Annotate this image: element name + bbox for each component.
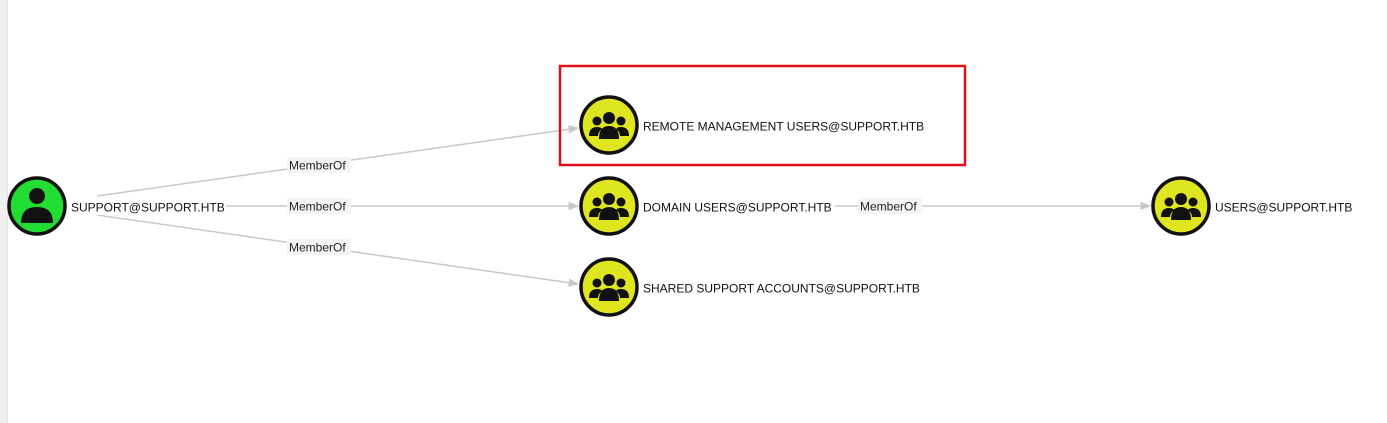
- node-remote-management-users[interactable]: REMOTE MANAGEMENT USERS@SUPPORT.HTB: [579, 95, 927, 155]
- node-label-bg: [69, 199, 225, 215]
- edge-support-du[interactable]: MemberOf: [226, 198, 580, 214]
- node-circle: [579, 176, 639, 236]
- group-icon: [589, 274, 629, 301]
- edge-label: MemberOf: [289, 159, 346, 173]
- edge-label: MemberOf: [860, 200, 917, 214]
- node-support-user[interactable]: SUPPORT@SUPPORT.HTB: [7, 176, 225, 236]
- node-label: USERS@SUPPORT.HTB: [1215, 201, 1352, 215]
- node-label-bg: [1213, 199, 1351, 215]
- node-circle: [1151, 176, 1211, 236]
- edge-label-bg: [287, 198, 351, 214]
- user-icon: [21, 188, 53, 223]
- edge-label-bg: [858, 198, 922, 214]
- node-label-bg: [641, 199, 833, 215]
- node-circle: [7, 176, 67, 236]
- node-domain-users[interactable]: DOMAIN USERS@SUPPORT.HTB: [579, 176, 833, 236]
- left-rail: [0, 0, 8, 423]
- node-label: REMOTE MANAGEMENT USERS@SUPPORT.HTB: [643, 120, 924, 134]
- group-icon: [1161, 193, 1201, 220]
- node-label: SUPPORT@SUPPORT.HTB: [71, 201, 225, 215]
- node-shared-support-accounts[interactable]: SHARED SUPPORT ACCOUNTS@SUPPORT.HTB: [579, 257, 921, 317]
- edge-support-ssa[interactable]: MemberOf: [96, 214, 580, 287]
- edge-label-bg: [287, 157, 351, 173]
- highlight-box: [558, 64, 967, 167]
- edge-label-bg: [287, 239, 351, 255]
- node-label-bg: [641, 118, 927, 134]
- node-users[interactable]: USERS@SUPPORT.HTB: [1151, 176, 1352, 236]
- group-icon: [589, 193, 629, 220]
- node-circle: [579, 257, 639, 317]
- edge-label: MemberOf: [289, 200, 346, 214]
- node-label: DOMAIN USERS@SUPPORT.HTB: [643, 201, 832, 215]
- node-circle: [579, 95, 639, 155]
- node-label: SHARED SUPPORT ACCOUNTS@SUPPORT.HTB: [643, 282, 920, 296]
- edge-label: MemberOf: [289, 241, 346, 255]
- group-icon: [589, 112, 629, 139]
- node-label-bg: [641, 280, 921, 296]
- edge-du-users[interactable]: MemberOf: [835, 198, 1152, 214]
- edge-support-rmu[interactable]: MemberOf: [96, 125, 580, 197]
